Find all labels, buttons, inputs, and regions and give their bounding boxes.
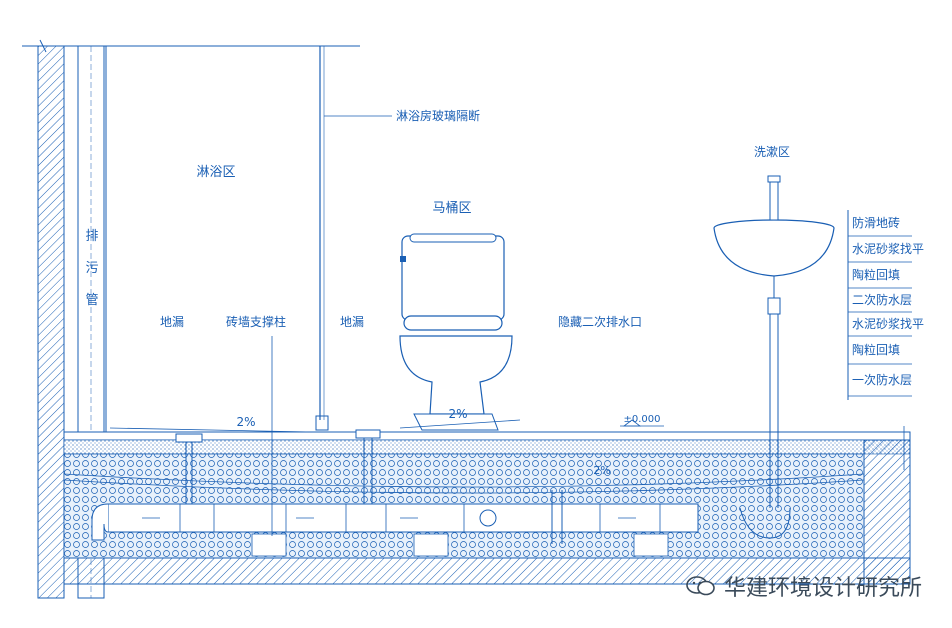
floor-drain-1-label: 地漏 <box>160 315 184 329</box>
shower-area <box>105 46 392 432</box>
layer-label-2: 水泥砂浆找平 <box>852 241 924 256</box>
layer-label-5: 水泥砂浆找平 <box>852 316 924 331</box>
drain-pipe-char-3: 管 <box>85 293 98 308</box>
hidden-outlet-label: 隐藏二次排水口 <box>558 315 642 329</box>
toilet <box>399 233 513 431</box>
layer-label-7: 一次防水层 <box>852 372 912 387</box>
layer-label-4: 二次防水层 <box>852 292 912 307</box>
horizontal-drain-pipe <box>91 490 699 557</box>
slope-3-label: 2% <box>593 464 610 477</box>
wash-basin <box>713 175 835 539</box>
slope-arrows <box>109 419 664 433</box>
layer-label-6: 陶粒回填 <box>852 342 900 357</box>
floor-drain-2-label: 地漏 <box>340 315 364 329</box>
layer-label-3: 陶粒回填 <box>852 267 900 282</box>
watermark: 华建环境设计研究所 <box>686 570 922 602</box>
elevation-label: ±0.000 <box>623 414 660 425</box>
layer-label-1: 防滑地砖 <box>852 215 900 230</box>
watermark-text: 华建环境设计研究所 <box>723 576 922 601</box>
slope-2-label: 2% <box>448 407 467 421</box>
layers-legend <box>847 210 912 400</box>
drain-pipe-char-2: 污 <box>85 261 98 276</box>
brick-column-label: 砖墙支撑柱 <box>226 314 286 329</box>
wechat-icon <box>686 576 715 596</box>
drain-pipe-label: 排 污 管 <box>85 229 98 308</box>
slope-1-label: 2% <box>236 415 255 429</box>
wash-zone-label: 洗漱区 <box>754 145 790 159</box>
shower-zone-label: 淋浴区 <box>196 165 235 180</box>
toilet-zone-label: 马桶区 <box>432 201 471 216</box>
glass-partition-label: 淋浴房玻璃隔断 <box>396 108 480 123</box>
drain-pipe-char-1: 排 <box>85 229 98 244</box>
floor-drains <box>175 336 381 536</box>
